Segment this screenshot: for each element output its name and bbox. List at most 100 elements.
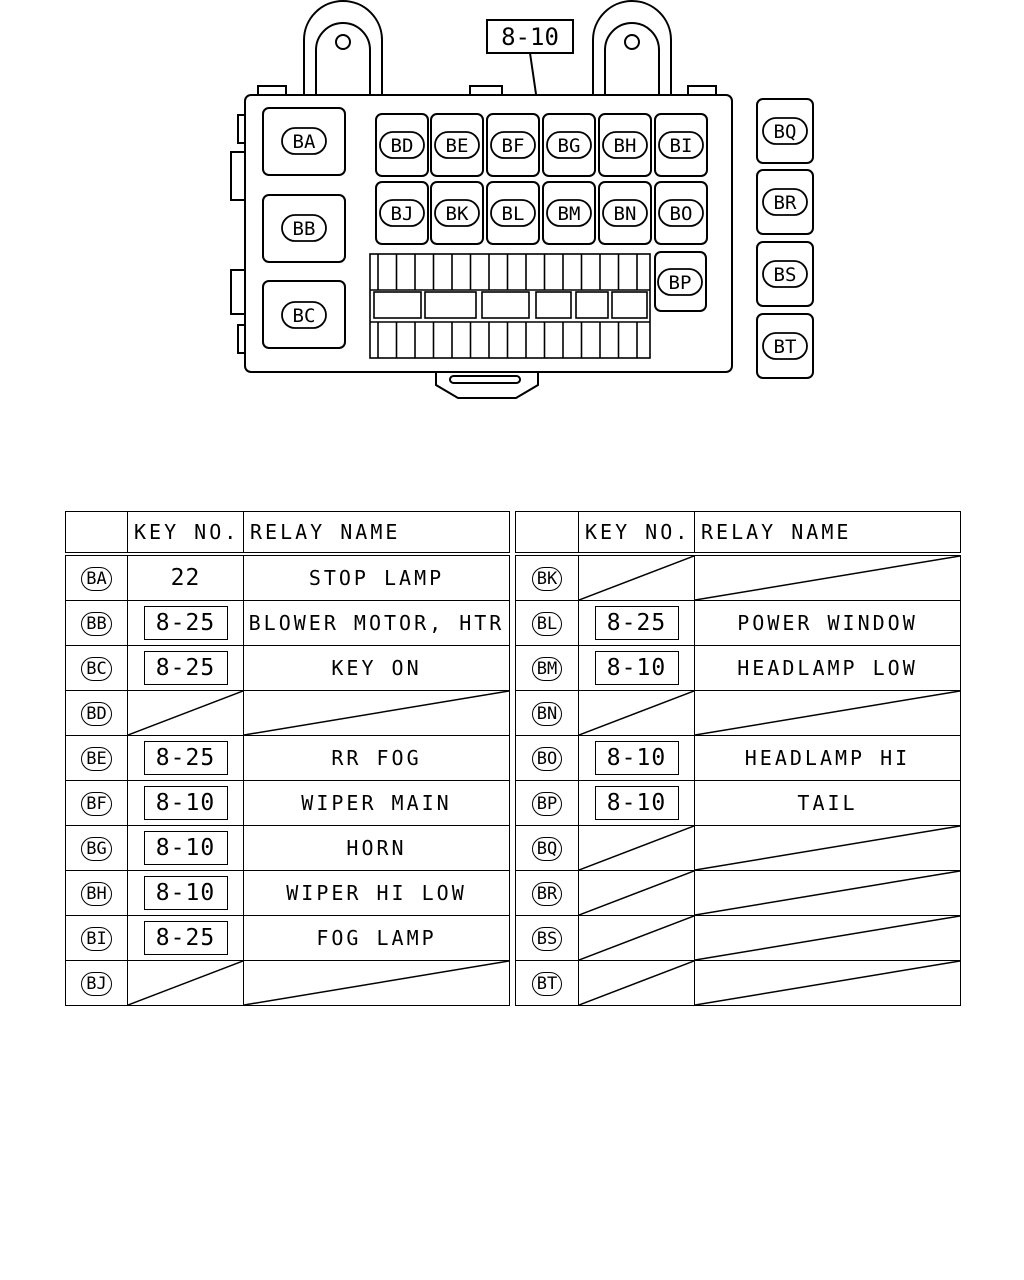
relay-bd-label: BD [391,135,414,157]
relay-name: BLOWER MOTOR, HTR [248,611,505,635]
relay-bl-label: BL [502,203,525,225]
relay-code: BC [81,657,112,681]
key-no-cell: 8-25 [578,600,695,646]
relay-name: WIPER MAIN [301,791,452,815]
relay-code: BH [81,882,112,906]
relay-bc: BC [281,301,327,329]
key-no-cell: 8-10 [578,735,695,781]
relay-bn: BN [602,199,648,227]
relay-name-cell [243,960,510,1006]
relay-code-cell: BI [65,915,128,961]
relay-code: BT [531,972,563,996]
relay-bm: BM [546,199,592,227]
bottom-latch [435,372,539,399]
relay-name-cell: BLOWER MOTOR, HTR [243,600,510,646]
relay-bj: BJ [379,199,425,227]
key-no: 8-25 [143,606,228,640]
relay-box-housing [244,94,733,373]
relay-bh: BH [602,131,648,159]
blank-slash [695,961,960,1005]
key-no-cell [578,870,695,916]
key-no-cell [578,690,695,736]
key-no: 8-10 [143,786,228,820]
relay-name-cell: RR FOG [243,735,510,781]
key-no-cell [578,915,695,961]
blank-slash [579,871,694,915]
table-row: BJ [65,960,510,1006]
blank-slash [695,871,960,915]
relay-name-cell: HEADLAMP HI [694,735,961,781]
table-row: BC 8-25 KEY ON [65,645,510,691]
table-row: BK [515,553,961,601]
callout: 8-10 [486,19,574,95]
relay-code-cell: BC [65,645,128,691]
relay-bp-label: BP [669,272,692,294]
relay-bi-label: BI [670,135,693,157]
relay-bt: BT [762,332,808,360]
table-header-row: KEY NO. RELAY NAME [65,511,510,556]
relay-code: BK [531,567,563,591]
relay-code-cell: BD [65,690,128,736]
relay-name-cell: HEADLAMP LOW [694,645,961,691]
relay-name: STOP LAMP [308,566,445,590]
table-row: BB 8-25 BLOWER MOTOR, HTR [65,600,510,646]
key-no-cell: 22 [127,553,244,601]
relay-name-cell [694,960,961,1006]
relay-code: BD [81,702,112,726]
relay-code: BL [531,612,563,636]
relay-code-cell: BE [65,735,128,781]
key-no: 8-25 [143,921,228,955]
relay-code: BO [531,747,563,771]
relay-code: BB [81,612,112,636]
relay-code-cell: BF [65,780,128,826]
table-row: BT [515,960,961,1006]
relay-code: BN [531,702,563,726]
relay-bg-label: BG [558,135,581,157]
key-no-cell: 8-10 [578,645,695,691]
relay-bm-label: BM [558,203,581,225]
relay-code-cell: BB [65,600,128,646]
relay-code: BI [81,927,112,951]
table-row: BQ [515,825,961,871]
relay-bp: BP [657,268,703,296]
table-row: BN [515,690,961,736]
table-row: BD [65,690,510,736]
key-no: 8-25 [143,741,228,775]
relay-bk-label: BK [446,203,469,225]
relay-bi: BI [658,131,704,159]
relay-bq: BQ [762,117,808,145]
header-key-no: KEY NO. [578,511,695,556]
relay-code-cell: BQ [515,825,579,871]
relay-bq-label: BQ [774,121,797,143]
relay-br: BR [762,188,808,216]
relay-name-cell [694,553,961,601]
relay-name-cell [694,825,961,871]
relay-code: BJ [81,972,112,996]
relay-ba: BA [281,127,327,155]
callout-label: 8-10 [501,23,559,51]
relay-be: BE [434,131,480,159]
blank-slash [695,916,960,960]
relay-name: HEADLAMP LOW [737,656,918,680]
table-row: BL 8-25 POWER WINDOW [515,600,961,646]
key-no-cell: 8-25 [127,645,244,691]
relay-name: POWER WINDOW [737,611,918,635]
blank-slash [695,691,960,735]
key-no-cell: 8-25 [127,600,244,646]
table-header-row: KEY NO. RELAY NAME [515,511,961,556]
header-relay-name: RELAY NAME [243,511,510,556]
relay-name: HORN [346,836,407,860]
relay-code: BF [81,792,112,816]
relay-name-cell: POWER WINDOW [694,600,961,646]
key-no-cell: 8-10 [127,780,244,826]
relay-name: KEY ON [331,656,422,680]
key-no-cell: 8-10 [127,870,244,916]
key-no: 8-25 [594,606,679,640]
blank-slash [244,691,509,735]
relay-code: BE [81,747,112,771]
header-relay-name: RELAY NAME [694,511,961,556]
